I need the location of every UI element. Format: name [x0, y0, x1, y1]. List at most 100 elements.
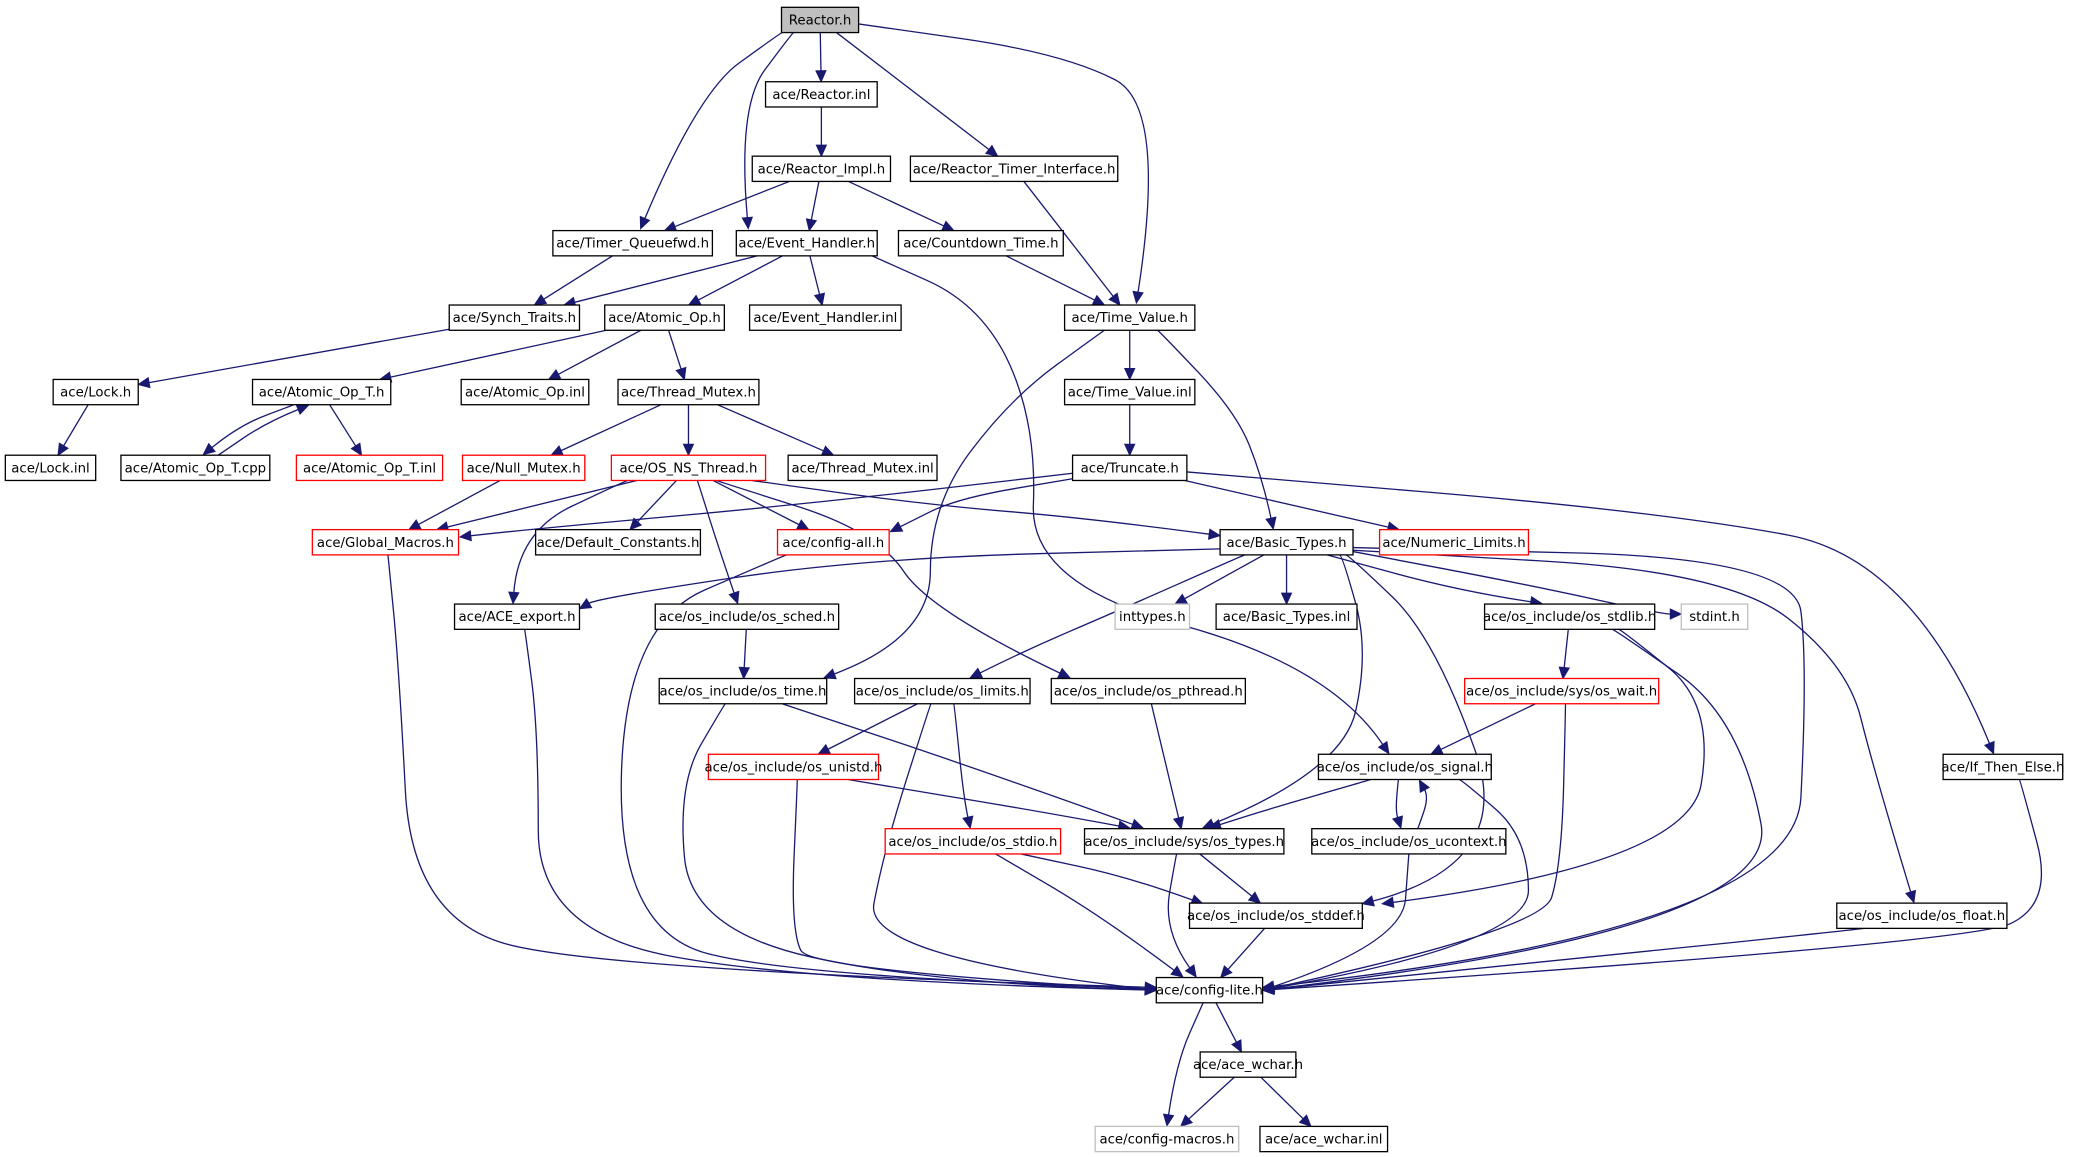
edge-os-ucontext-h-to-os-signal-h: [1417, 789, 1428, 830]
node-timer-queuefwd-h[interactable]: ace/Timer_Queuefwd.h: [552, 229, 714, 257]
node-label: ace/os_include/os_unistd.h: [704, 760, 882, 775]
node-synch-traits-h[interactable]: ace/Synch_Traits.h: [448, 304, 581, 331]
node-truncate-h[interactable]: ace/Truncate.h: [1071, 454, 1188, 482]
arrowhead: [795, 519, 810, 531]
node-inttypes-h[interactable]: inttypes.h: [1114, 603, 1191, 630]
node-stdint-h[interactable]: stdint.h: [1680, 603, 1749, 630]
node-atomic-op-t-cpp[interactable]: ace/Atomic_Op_T.cpp: [120, 454, 271, 482]
node-label: ace/Countdown_Time.h: [903, 237, 1058, 252]
arrowhead: [202, 442, 216, 456]
node-os-types-h[interactable]: ace/os_include/sys/os_types.h: [1083, 828, 1285, 855]
node-box: [610, 454, 767, 482]
node-config-all-h[interactable]: ace/config-all.h: [776, 528, 890, 556]
node-numeric-limits-h[interactable]: ace/Numeric_Limits.h: [1378, 528, 1530, 556]
arrowhead: [137, 376, 151, 389]
node-label: ace/Atomic_Op.h: [608, 311, 721, 326]
node-label: ace/Numeric_Limits.h: [1382, 536, 1525, 551]
node-box: [1063, 378, 1196, 406]
node-os-stdio-h[interactable]: ace/os_include/os_stdio.h: [884, 828, 1062, 855]
arrowhead: [1091, 294, 1106, 306]
arrowhead: [815, 70, 827, 83]
edge-reactor-h-to-time-value-h: [858, 23, 1150, 293]
node-box: [1317, 753, 1492, 781]
node-atomic-op-inl[interactable]: ace/Atomic_Op.inl: [460, 378, 590, 406]
edge-os-limits-h-to-os-unistd-h: [827, 703, 918, 750]
node-label: ace/config-macros.h: [1099, 1133, 1234, 1148]
node-box: [453, 603, 581, 630]
node-global-macros-h[interactable]: ace/Global_Macros.h: [311, 528, 460, 556]
arrowhead: [969, 667, 984, 679]
node-time-value-inl[interactable]: ace/Time_Value.inl: [1063, 378, 1196, 406]
node-label: ace/Time_Value.inl: [1068, 386, 1192, 401]
edge-atomic-op-h-to-atomic-op-t-h: [390, 329, 607, 378]
node-os-wait-h[interactable]: ace/os_include/sys/os_wait.h: [1463, 677, 1660, 705]
node-config-macros-h[interactable]: ace/config-macros.h: [1094, 1125, 1240, 1153]
edge-os-stddef-h-to-config-lite-h: [1227, 927, 1266, 970]
node-label: ace/os_include/os_stddef.h: [1187, 909, 1365, 924]
node-basic-types-inl[interactable]: ace/Basic_Types.inl: [1215, 603, 1358, 630]
node-os-float-h[interactable]: ace/os_include/os_float.h: [1836, 902, 2008, 930]
node-box: [552, 229, 714, 257]
node-default-constants-h[interactable]: ace/Default_Constants.h: [534, 528, 702, 556]
arrowhead: [1123, 367, 1136, 381]
node-atomic-op-t-h[interactable]: ace/Atomic_Op_T.h: [251, 378, 392, 406]
arrowhead: [1179, 1114, 1194, 1128]
node-lock-h[interactable]: ace/Lock.h: [52, 378, 139, 406]
edge-reactor-impl-h-to-timer-queuefwd-h: [674, 180, 790, 228]
node-reactor-inl[interactable]: ace/Reactor.inl: [764, 81, 878, 108]
node-reactor-impl-h[interactable]: ace/Reactor_Impl.h: [751, 155, 892, 183]
node-event-handler-h[interactable]: ace/Event_Handler.h: [735, 229, 878, 257]
node-thread-mutex-inl[interactable]: ace/Thread_Mutex.inl: [787, 454, 938, 482]
node-box: [1071, 454, 1188, 482]
node-box: [909, 155, 1119, 183]
node-reactor-h[interactable]: Reactor.h: [780, 6, 860, 34]
node-ace-export-h[interactable]: ace/ACE_export.h: [453, 603, 581, 630]
edge-os-ns-thread-h-to-os-sched-h: [696, 480, 735, 594]
node-countdown-time-h[interactable]: ace/Countdown_Time.h: [897, 229, 1064, 257]
node-os-ucontext-h[interactable]: ace/os_include/os_ucontext.h: [1311, 828, 1507, 855]
edge-ace-export-h-to-config-lite-h: [523, 628, 1146, 991]
node-os-stdlib-h[interactable]: ace/os_include/os_stdlib.h: [1483, 603, 1656, 630]
node-os-ns-thread-h[interactable]: ace/OS_NS_Thread.h: [610, 454, 767, 482]
node-os-stddef-h[interactable]: ace/os_include/os_stddef.h: [1187, 902, 1365, 930]
edge-os-wait-h-to-os-signal-h: [1440, 703, 1536, 751]
edge-os-pthread-h-to-os-types-h: [1150, 703, 1180, 819]
edge-reactor-h-to-timer-queuefwd-h: [644, 31, 783, 219]
node-box: [120, 454, 271, 482]
node-ace-wchar-inl[interactable]: ace/ace_wchar.inl: [1259, 1125, 1389, 1153]
edge-synch-traits-h-to-lock-h: [148, 328, 450, 384]
node-label: ace/Event_Handler.h: [738, 237, 875, 252]
arrowhead: [1108, 292, 1121, 306]
node-thread-mutex-h[interactable]: ace/Thread_Mutex.h: [617, 378, 760, 406]
node-os-unistd-h[interactable]: ace/os_include/os_unistd.h: [704, 753, 882, 781]
node-box: [764, 81, 878, 108]
node-null-mutex-h[interactable]: ace/Null_Mutex.h: [461, 454, 586, 482]
node-basic-types-h[interactable]: ace/Basic_Types.h: [1219, 528, 1354, 556]
node-atomic-op-t-inl[interactable]: ace/Atomic_Op_T.inl: [295, 454, 444, 482]
node-box: [1259, 1125, 1389, 1153]
node-time-value-h[interactable]: ace/Time_Value.h: [1063, 304, 1196, 331]
node-reactor-timer-interface-h[interactable]: ace/Reactor_Timer_Interface.h: [909, 155, 1119, 183]
edge-os-ns-thread-h-to-default-constants-h: [637, 480, 677, 523]
edge-reactor-h-to-event-handler-h: [744, 31, 794, 218]
node-atomic-op-h[interactable]: ace/Atomic_Op.h: [604, 304, 725, 331]
edge-atomic-op-h-to-thread-mutex-h: [667, 330, 682, 370]
node-os-sched-h[interactable]: ace/os_include/os_sched.h: [654, 603, 840, 630]
node-lock-inl[interactable]: ace/Lock.inl: [4, 454, 97, 482]
node-config-lite-h[interactable]: ace/config-lite.h: [1155, 976, 1264, 1004]
node-os-limits-h[interactable]: ace/os_include/os_limits.h: [853, 677, 1031, 705]
arrowhead: [1280, 592, 1293, 606]
arrowhead: [1377, 740, 1390, 755]
node-os-pthread-h[interactable]: ace/os_include/os_pthread.h: [1050, 677, 1246, 705]
node-event-handler-inl[interactable]: ace/Event_Handler.inl: [748, 304, 902, 331]
node-os-signal-h[interactable]: ace/os_include/os_signal.h: [1317, 753, 1493, 781]
arrowhead: [687, 294, 702, 306]
edge-reactor-h-to-reactor-inl: [819, 32, 822, 71]
node-ace-wchar-h[interactable]: ace/ace_wchar.h: [1193, 1051, 1303, 1078]
node-if-then-else-h[interactable]: ace/If_Then_Else.h: [1941, 753, 2064, 781]
edge-os-ns-thread-h-to-global-macros-h: [447, 479, 638, 528]
node-os-time-h[interactable]: ace/os_include/os_time.h: [658, 677, 828, 705]
arrowhead: [1298, 1114, 1312, 1128]
node-label: ace/os_include/os_limits.h: [856, 685, 1029, 700]
edge-atomic-op-t-h-to-atomic-op-t-inl: [329, 404, 357, 447]
